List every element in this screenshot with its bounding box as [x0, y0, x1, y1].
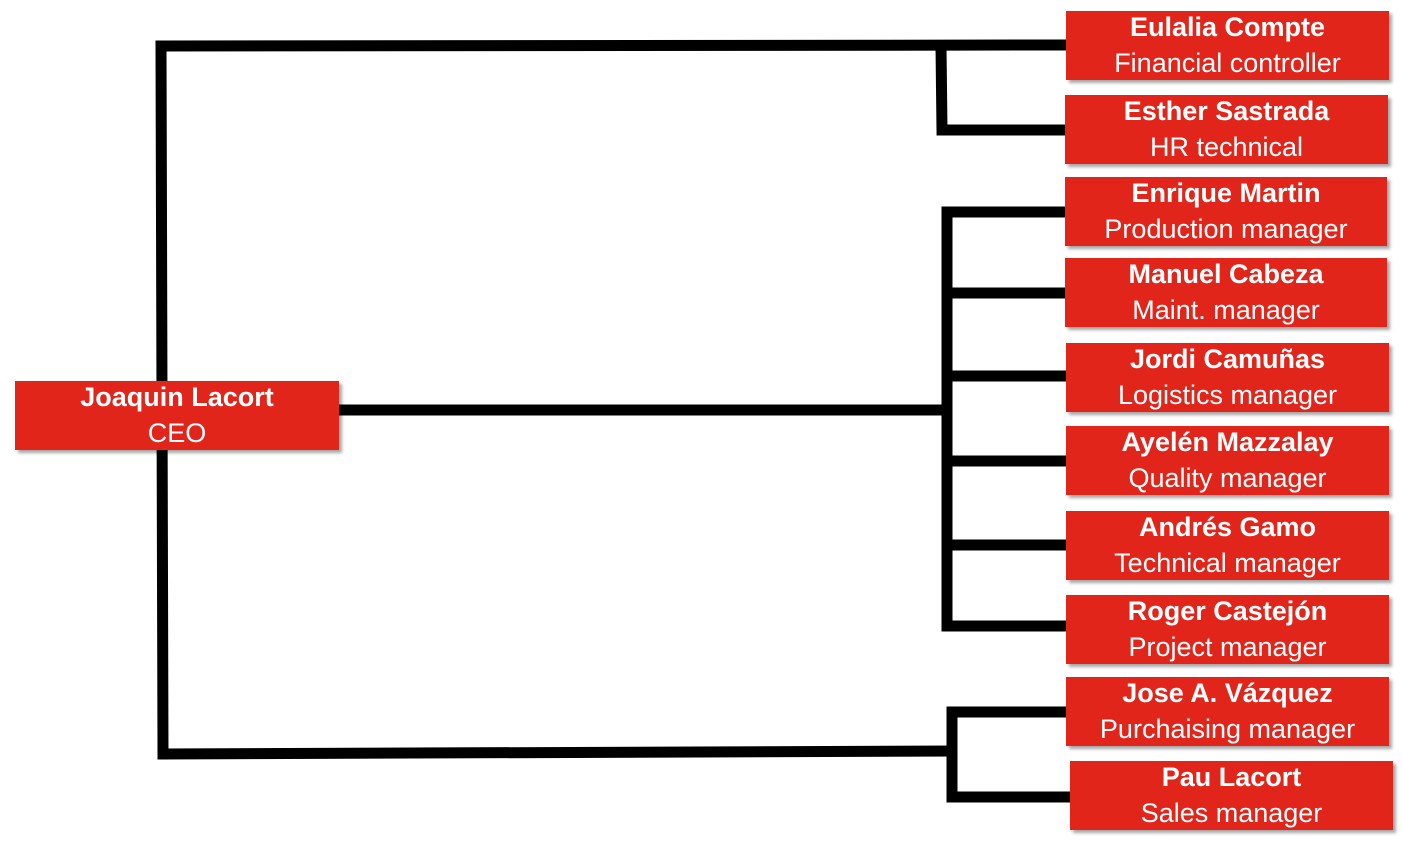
ceo-box: Joaquin Lacort CEO — [15, 381, 339, 450]
person-role: Technical manager — [1114, 547, 1341, 578]
person-name: Esther Sastrada — [1123, 96, 1330, 127]
person-role: Project manager — [1128, 631, 1327, 662]
report-box-jordi-camunas: Jordi Camuñas Logistics manager — [1066, 343, 1389, 412]
person-name: Roger Castejón — [1127, 596, 1328, 627]
person-name: Manuel Cabeza — [1128, 259, 1324, 290]
person-role: Logistics manager — [1117, 379, 1338, 410]
top-branch-line — [155, 39, 1071, 52]
person-name: Jordi Camuñas — [1129, 344, 1326, 375]
person-role: Purchaising manager — [1099, 713, 1356, 744]
top-group-line — [935, 40, 1071, 136]
bottom-branch-line — [157, 745, 958, 760]
person-role: Maint. manager — [1132, 294, 1320, 325]
report-box-manuel-cabeza: Manuel Cabeza Maint. manager — [1065, 258, 1387, 327]
person-name: Eulalia Compte — [1129, 12, 1326, 43]
person-name: Jose A. Vázquez — [1122, 678, 1333, 709]
person-name: Joaquin Lacort — [80, 382, 274, 413]
report-box-pau-lacort: Pau Lacort Sales manager — [1070, 761, 1393, 830]
person-role: Production manager — [1104, 213, 1348, 244]
report-box-esther-sastrada: Esther Sastrada HR technical — [1065, 95, 1388, 164]
report-box-andres-gamo: Andrés Gamo Technical manager — [1066, 511, 1389, 580]
report-box-ayelen-mazzalay: Ayelén Mazzalay Quality manager — [1066, 426, 1389, 495]
person-role: Quality manager — [1128, 462, 1327, 493]
person-name: Pau Lacort — [1161, 762, 1302, 793]
report-box-eulalia-compte: Eulalia Compte Financial controller — [1066, 11, 1389, 80]
person-name: Andrés Gamo — [1138, 512, 1317, 543]
report-box-roger-castejon: Roger Castejón Project manager — [1066, 595, 1389, 664]
person-role: Sales manager — [1140, 797, 1323, 828]
person-name: Enrique Martin — [1131, 178, 1321, 209]
person-name: Ayelén Mazzalay — [1121, 427, 1334, 458]
person-role: HR technical — [1149, 131, 1304, 162]
person-role: CEO — [147, 417, 207, 448]
report-box-jose-vazquez: Jose A. Vázquez Purchaising manager — [1066, 677, 1389, 746]
report-box-enrique-martin: Enrique Martin Production manager — [1065, 177, 1387, 246]
person-role: Financial controller — [1114, 47, 1341, 78]
